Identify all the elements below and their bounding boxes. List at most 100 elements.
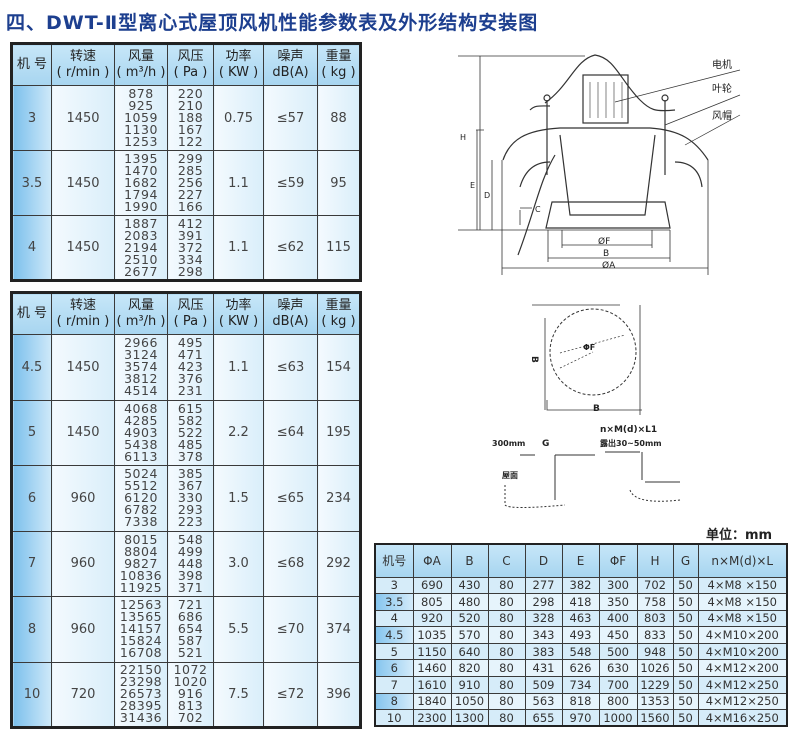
pressure-value: 548 (177, 531, 204, 547)
dim-cell: 463 (561, 609, 600, 628)
cell-noise: ≤68 (263, 530, 318, 597)
dim-cell: 630 (598, 659, 638, 678)
header-label: 噪声 (277, 298, 304, 313)
dim-cell: 4×M12×200 (697, 659, 788, 678)
flow-value: 7338 (124, 514, 158, 530)
flow-value: 6120 (124, 490, 158, 506)
dim-cell: 298 (524, 593, 563, 611)
pressure-value: 227 (177, 187, 204, 202)
flow-value: 28395 (119, 698, 163, 714)
flow-value: 11925 (119, 579, 163, 595)
dim-cell: 300 (598, 576, 638, 595)
dim-cell: 1000 (598, 709, 638, 727)
label-H: H (460, 133, 466, 142)
dim-cell: 1150 (412, 642, 452, 661)
flow-value: 1682 (124, 175, 158, 190)
dim-cell: 80 (487, 692, 526, 711)
flow-value: 1887 (124, 215, 158, 231)
flow-value: 8804 (124, 543, 158, 559)
flow-value: 12563 (119, 597, 163, 613)
pressure-value: 721 (177, 597, 204, 613)
dim-cell: 4×M12×250 (697, 676, 788, 694)
pressure-value: 448 (177, 555, 204, 571)
pressure-value: 686 (177, 609, 204, 625)
pressure-value: 167 (177, 122, 204, 137)
pressure-value: 256 (177, 175, 204, 190)
cell-power: 1.1 (213, 150, 264, 216)
header-unit: dB(A) (272, 314, 309, 329)
dim-column-header: ΦF (598, 543, 638, 578)
cell-weight: 115 (317, 215, 361, 281)
dim-cell: 1610 (412, 676, 452, 694)
dim-cell: 350 (598, 593, 638, 611)
flow-value: 23298 (119, 674, 163, 690)
header-label: 重量 (325, 298, 352, 313)
dim-cell: 450 (598, 626, 638, 644)
label-B: B (603, 249, 609, 259)
page-title: 四、DWT-Ⅱ型离心式屋顶风机性能参数表及外形结构安装图 (6, 12, 539, 34)
flow-value: 1470 (124, 163, 158, 178)
column-header: 机 号 (11, 292, 52, 335)
pressure-value: 223 (177, 514, 204, 530)
dim-column-header: 机号 (374, 543, 414, 578)
flow-value: 8015 (124, 531, 158, 547)
dim-cell: 430 (450, 576, 489, 595)
flow-value: 1794 (124, 187, 158, 202)
dim-cell: 820 (450, 659, 489, 678)
dim-cell: 4×M12×250 (697, 692, 788, 711)
header-unit: ( Pa ) (173, 314, 208, 329)
flow-value: 2966 (124, 335, 158, 351)
pressure-value: 423 (177, 359, 204, 375)
flow-value: 5438 (124, 436, 158, 452)
dim-cell: 80 (487, 593, 526, 611)
flow-value: 26573 (119, 686, 163, 702)
cell-speed: 960 (51, 530, 115, 597)
dim-cell: 6 (374, 659, 414, 678)
header-unit: dB(A) (272, 65, 309, 80)
dim-cell: 50 (672, 642, 699, 661)
dim-column-header: D (524, 543, 563, 578)
header-label: 功率 (225, 49, 252, 64)
dim-cell: 493 (561, 626, 600, 644)
dim-cell: 50 (672, 659, 699, 678)
cell-weight: 396 (317, 661, 361, 728)
dim-column-header: G (672, 543, 699, 578)
dim-cell: 80 (487, 659, 526, 678)
dim-cell: 10 (374, 709, 414, 727)
pressure-value: 188 (177, 110, 204, 125)
header-label: 转速 (69, 298, 96, 313)
cell-no: 3.5 (11, 150, 52, 216)
cell-noise: ≤70 (263, 596, 318, 663)
flow-value: 2510 (124, 251, 158, 267)
pressure-value: 298 (177, 263, 204, 279)
label-roof: 屋面 (502, 470, 518, 480)
label-D: D (484, 191, 490, 200)
dim-column-header: H (636, 543, 674, 578)
dim-cell: 700 (598, 676, 638, 694)
cell-weight: 88 (317, 85, 361, 151)
flow-value: 14157 (119, 621, 163, 637)
flow-value: 2677 (124, 263, 158, 279)
flow-value: 22150 (119, 662, 163, 678)
cell-speed: 960 (51, 465, 115, 532)
dim-cell: 50 (672, 709, 699, 727)
label-install-B-side: B (529, 356, 539, 363)
dim-column-header: C (487, 543, 526, 578)
dim-cell: 734 (561, 676, 600, 694)
cell-no: 3 (11, 85, 52, 151)
label-impeller: 叶轮 (712, 82, 732, 95)
